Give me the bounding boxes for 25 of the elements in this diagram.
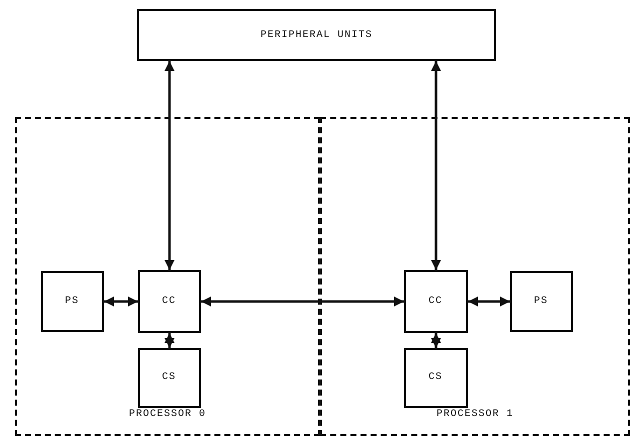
processor-boundary — [320, 117, 630, 436]
arrow — [468, 296, 510, 306]
unit-label: CS — [428, 372, 442, 383]
unit-box — [510, 270, 572, 332]
unit-box — [137, 9, 496, 61]
arrow — [431, 333, 441, 348]
unit-label: PROCESSOR 0 — [128, 409, 207, 420]
unit-label: PROCESSOR 1 — [435, 409, 514, 420]
arrow — [164, 61, 174, 270]
arrow — [164, 333, 174, 348]
unit-label: PS — [534, 296, 548, 306]
unit-label: CS — [162, 372, 176, 383]
unit-label: CC — [428, 296, 442, 306]
unit-box — [138, 348, 200, 408]
unit-box — [404, 348, 468, 408]
unit-label: CC — [162, 296, 176, 306]
processor-boundary — [15, 117, 320, 436]
unit-box — [138, 270, 200, 332]
arrow — [104, 296, 138, 306]
arrow — [431, 61, 441, 270]
unit-label: PERIPHERAL UNITS — [260, 30, 372, 40]
unit-box — [40, 270, 104, 332]
unit-box — [404, 270, 468, 332]
unit-label: PS — [64, 296, 79, 306]
arrow — [201, 296, 404, 306]
